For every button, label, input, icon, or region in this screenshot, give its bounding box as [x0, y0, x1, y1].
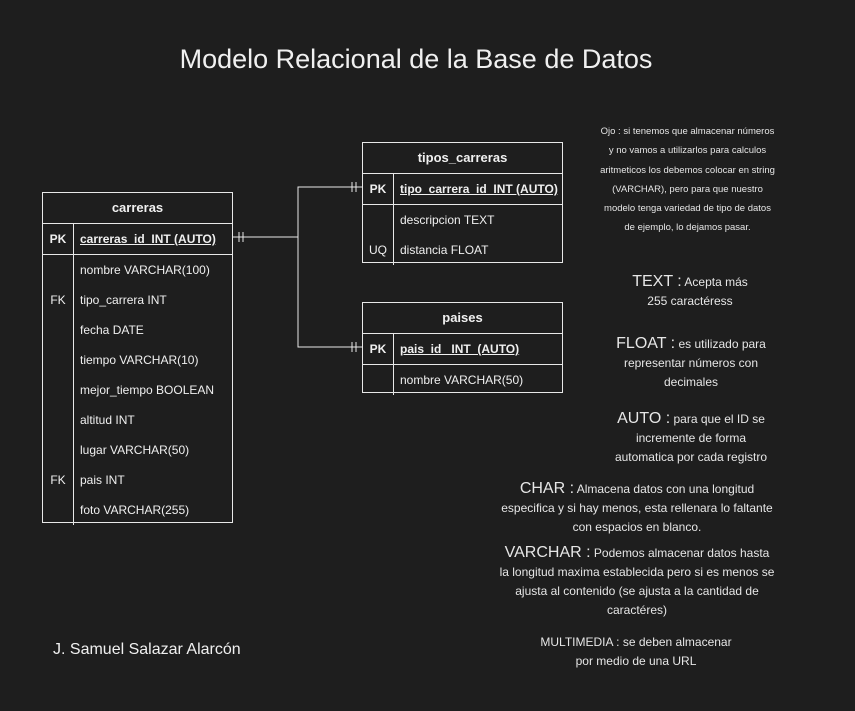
note-float: FLOAT : es utilizado para representar nú…: [616, 335, 766, 389]
table-row: foto VARCHAR(255): [80, 503, 190, 517]
table-paises[interactable]: paises PK pais_id_ INT_(AUTO) nombre VAR…: [362, 302, 563, 395]
table-row: nombre VARCHAR(100): [80, 263, 210, 277]
table-carreras[interactable]: carreras PK carreras_id_INT (AUTO) nombr…: [42, 192, 233, 525]
table-row: fecha DATE: [80, 323, 144, 337]
table-tipos-carreras[interactable]: tipos_carreras PK tipo_carrera_id_INT (A…: [362, 142, 563, 265]
table-row: PK carreras_id_INT (AUTO): [49, 232, 216, 246]
note-text: TEXT : Acepta más 255 caractéress: [632, 273, 748, 308]
table-row: mejor_tiempo BOOLEAN: [80, 383, 215, 397]
note-auto: AUTO : para que el ID se incremente de f…: [614, 410, 768, 464]
table-paises-header: paises: [363, 303, 562, 334]
table-row: PK tipo_carrera_id_INT (AUTO): [369, 182, 558, 196]
table-carreras-header: carreras: [43, 193, 232, 224]
author-credit: J. Samuel Salazar Alarcón: [53, 641, 241, 658]
relation-carreras-paises: [297, 237, 362, 348]
table-row: nombre VARCHAR(50): [400, 373, 524, 387]
table-row: tiempo VARCHAR(10): [80, 353, 199, 367]
table-row: altitud INT: [80, 413, 135, 427]
table-row: PK pais_id_ INT_(AUTO): [369, 342, 520, 356]
note-varchar: VARCHAR : Podemos almacenar datos hasta …: [499, 544, 775, 617]
note-multimedia: MULTIMEDIA : se deben almacenar por medi…: [540, 635, 732, 668]
table-row: descripcion TEXT: [400, 213, 495, 227]
table-row: lugar VARCHAR(50): [80, 443, 190, 457]
table-tipos-carreras-header: tipos_carreras: [363, 143, 562, 174]
diagram-title: Modelo Relacional de la Base de Datos: [179, 44, 653, 74]
note-ojo: Ojo : si tenemos que almacenar números y…: [600, 126, 775, 234]
note-char: CHAR : Almacena datos con una longitud e…: [501, 480, 773, 534]
relation-carreras-tipos: [233, 186, 362, 238]
